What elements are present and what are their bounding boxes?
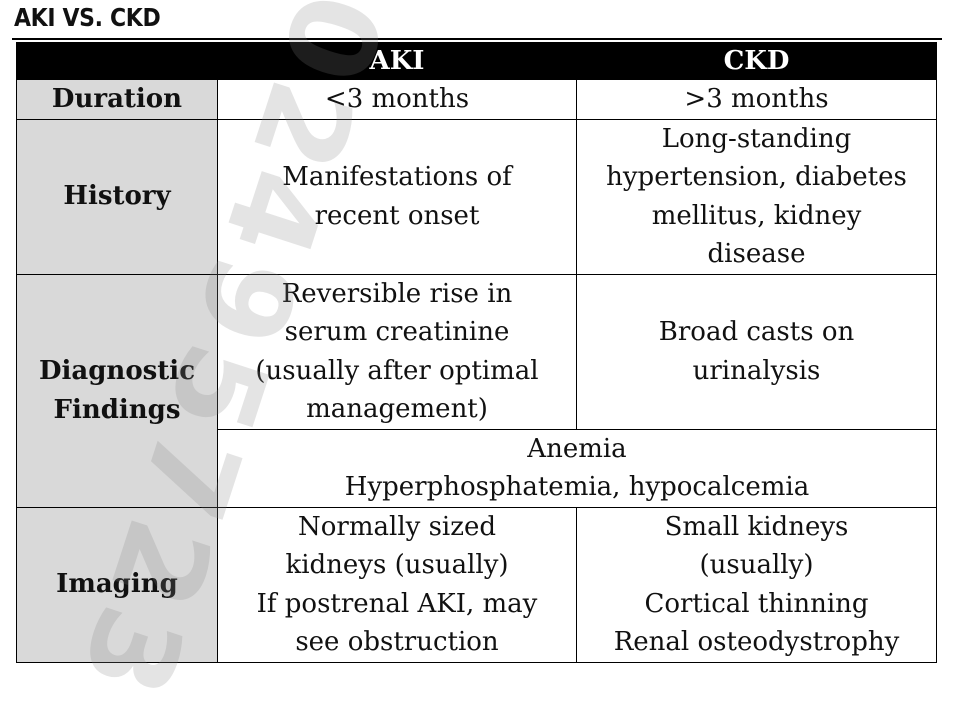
cell-line: serum creatinine bbox=[284, 317, 510, 347]
cell-line: Long-standing bbox=[661, 123, 852, 154]
cell-diagnostic-shared: Anemia Hyperphosphatemia, hypocalcemia bbox=[217, 428, 937, 508]
row-diagnostic: Diagnostic Findings Reversible rise in s… bbox=[16, 273, 937, 508]
rowhead-line: Diagnostic bbox=[38, 356, 196, 386]
cell-line: disease bbox=[707, 239, 806, 269]
cell-line: Hyperphosphatemia, hypocalcemia bbox=[344, 472, 810, 502]
rowhead-line: Findings bbox=[53, 394, 181, 425]
table-header-row: AKI CKD bbox=[16, 42, 937, 80]
cell-line: Normally sized bbox=[298, 511, 496, 542]
row-history: History Manifestations of recent onset L… bbox=[16, 118, 937, 275]
cell-history-aki: Manifestations of recent onset bbox=[217, 118, 577, 275]
cell-line: Renal osteodystrophy bbox=[613, 627, 900, 657]
cell-duration-aki: <3 months bbox=[217, 79, 577, 120]
cell-line: urinalysis bbox=[692, 355, 821, 386]
cell-line: Small kidneys bbox=[664, 511, 849, 542]
row-diagnostic-shared: Anemia Hyperphosphatemia, hypocalcemia bbox=[17, 428, 937, 508]
header-ckd: CKD bbox=[576, 42, 937, 80]
cell-line: mellitus, kidney bbox=[651, 200, 862, 231]
cell-duration-ckd: >3 months bbox=[576, 79, 937, 120]
rowhead-duration: Duration bbox=[16, 79, 218, 120]
cell-line: kidneys (usually) bbox=[285, 550, 509, 580]
cell-line: Anemia bbox=[527, 433, 627, 464]
cell-line: If postrenal AKI, may bbox=[256, 588, 538, 619]
row-imaging: Imaging Normally sized kidneys (usually)… bbox=[16, 506, 937, 663]
cell-line: (usually) bbox=[699, 550, 814, 580]
cell-line: see obstruction bbox=[295, 627, 499, 657]
rowhead-imaging: Imaging bbox=[16, 506, 218, 663]
rowhead-history: History bbox=[16, 118, 218, 275]
cell-line: recent onset bbox=[314, 200, 480, 231]
cell-diagnostic-ckd: Broad casts on urinalysis bbox=[576, 273, 937, 430]
rowhead-diagnostic-findings: Diagnostic Findings bbox=[16, 273, 218, 508]
cell-history-ckd: Long-standing hypertension, diabetes mel… bbox=[576, 118, 937, 275]
cell-line: Broad casts on bbox=[658, 317, 855, 347]
document-title: AKI VS. CKD bbox=[14, 3, 161, 32]
cell-line: Cortical thinning bbox=[644, 588, 869, 619]
aki-vs-ckd-table: AKI CKD Duration <3 months >3 months His… bbox=[16, 42, 937, 663]
cell-imaging-aki: Normally sized kidneys (usually) If post… bbox=[217, 506, 577, 663]
cell-line: management) bbox=[306, 394, 488, 424]
header-aki: AKI bbox=[217, 42, 577, 80]
cell-line: hypertension, diabetes bbox=[606, 162, 907, 192]
cell-line: (usually after optimal bbox=[255, 355, 539, 386]
cell-diagnostic-aki: Reversible rise in serum creatinine (usu… bbox=[217, 273, 577, 430]
header-corner-cell bbox=[16, 42, 218, 80]
cell-line: Manifestations of bbox=[282, 162, 512, 192]
cell-imaging-ckd: Small kidneys (usually) Cortical thinnin… bbox=[576, 506, 937, 663]
title-underline bbox=[12, 38, 942, 40]
cell-line: Reversible rise in bbox=[281, 278, 513, 309]
row-duration: Duration <3 months >3 months bbox=[16, 79, 937, 120]
